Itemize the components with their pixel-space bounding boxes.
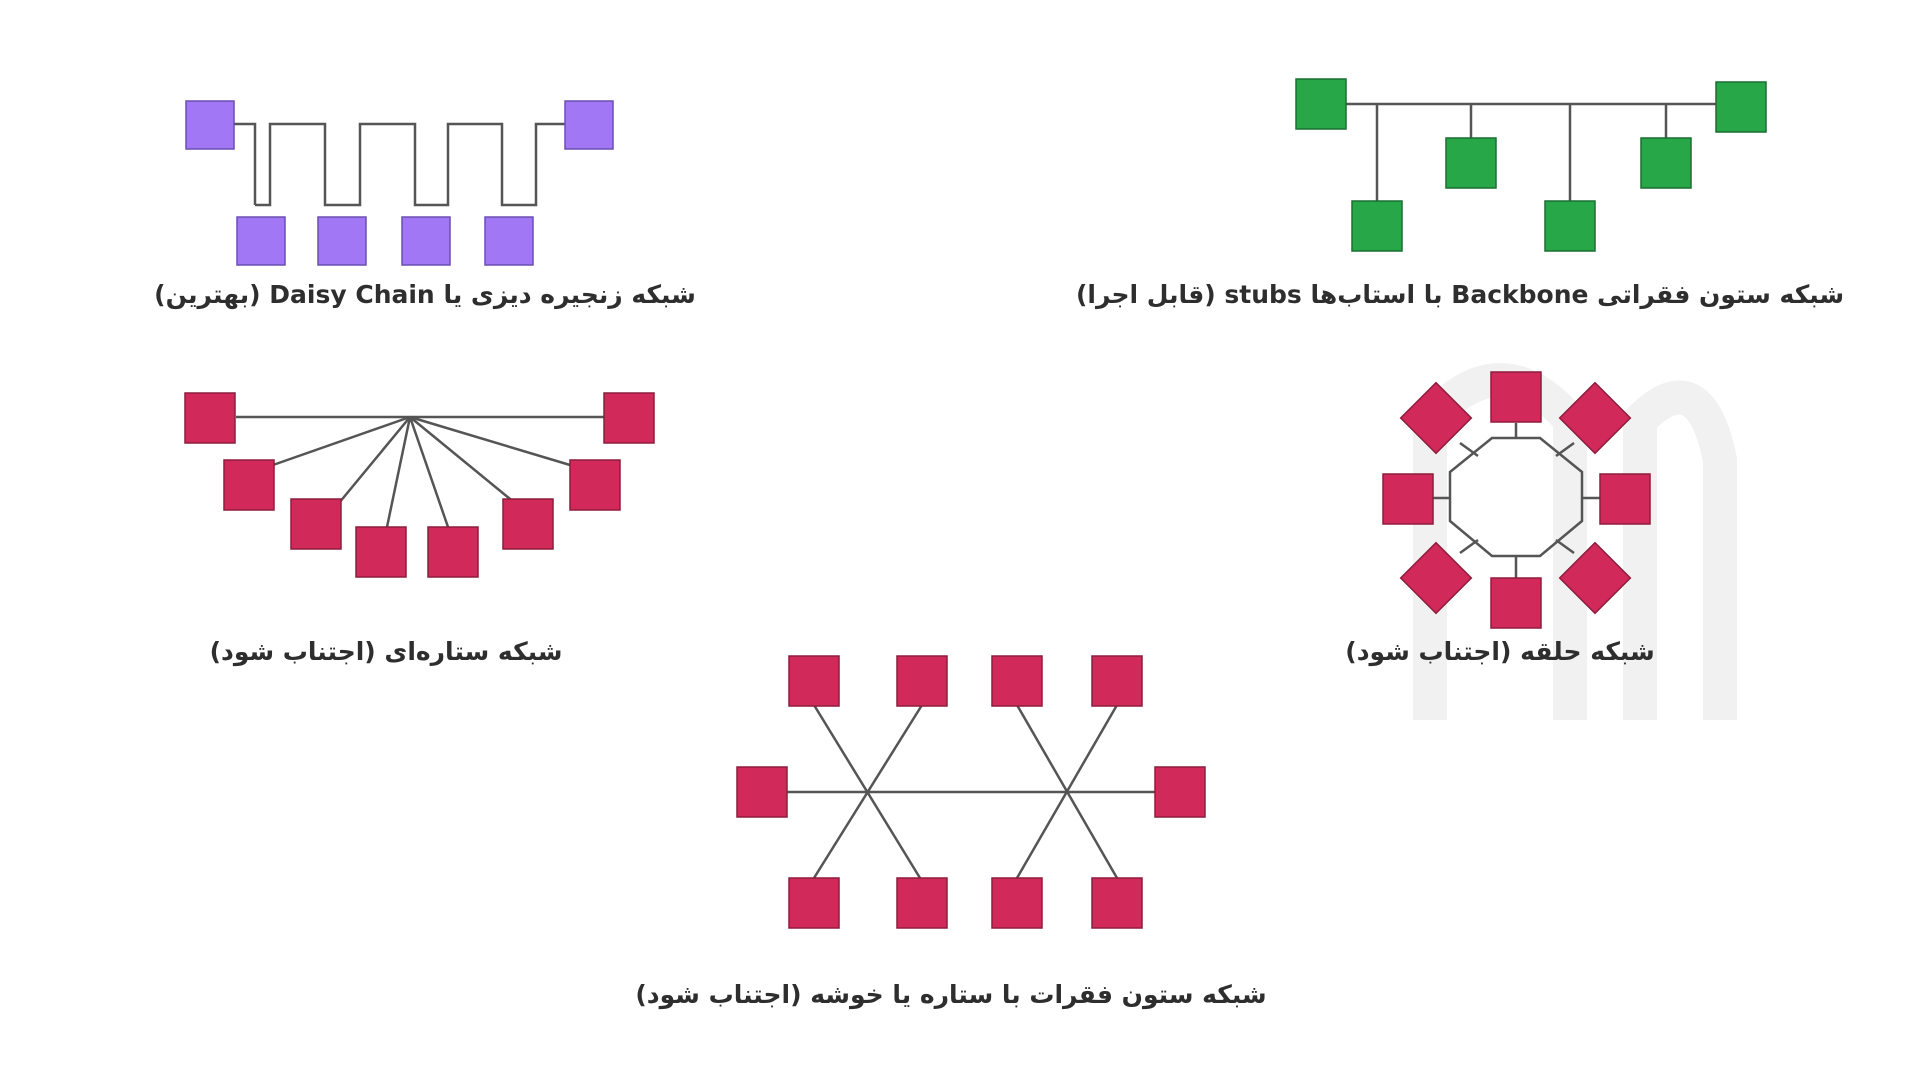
node xyxy=(1091,877,1143,929)
daisy-chain-link xyxy=(350,122,435,207)
ring-loop xyxy=(1448,436,1584,558)
node xyxy=(290,498,342,550)
ring-spoke xyxy=(1555,538,1575,555)
daisy-chain-nodes xyxy=(185,100,614,266)
star-link xyxy=(338,416,411,504)
node xyxy=(317,216,367,266)
node xyxy=(564,100,614,150)
star-link xyxy=(409,415,571,467)
cluster-link xyxy=(1015,704,1119,879)
node xyxy=(1295,78,1347,130)
ring-spoke xyxy=(1555,441,1575,458)
node xyxy=(896,877,948,929)
node xyxy=(1599,473,1651,525)
daisy-chain-link xyxy=(255,122,350,207)
backbone-star-cluster-caption: شبکه ستون فقرات با ستاره یا خوشه (اجتناب… xyxy=(635,980,1267,1009)
node xyxy=(484,216,534,266)
node xyxy=(896,655,948,707)
node xyxy=(1445,137,1497,189)
node xyxy=(736,766,788,818)
node xyxy=(1640,137,1692,189)
star-link xyxy=(385,416,412,528)
backbone-stubs-nodes xyxy=(1295,78,1767,252)
node xyxy=(223,459,275,511)
node xyxy=(355,526,407,578)
ring-caption: شبکه حلقه (اجتناب شود) xyxy=(1345,637,1655,666)
daisy-chain-caption: شبکه زنجیره دیزی یا Daisy Chain (بهترین) xyxy=(154,280,696,309)
node xyxy=(1091,655,1143,707)
star-caption: شبکه ستاره‌ای (اجتناب شود) xyxy=(209,637,563,666)
backbone-stubs-diagram xyxy=(1345,102,1716,201)
node xyxy=(1351,200,1403,252)
ring-diagram xyxy=(1433,423,1600,578)
node xyxy=(1490,577,1542,629)
star-link xyxy=(408,416,450,528)
node xyxy=(788,877,840,929)
daisy-chain-link xyxy=(234,122,257,205)
node xyxy=(184,392,236,444)
node xyxy=(569,459,621,511)
backbone-star-cluster-diagram xyxy=(787,704,1155,879)
node xyxy=(236,216,286,266)
node xyxy=(991,877,1043,929)
ring-nodes xyxy=(1382,371,1651,629)
node xyxy=(502,498,554,550)
node xyxy=(1558,541,1632,615)
ring-spoke xyxy=(1459,441,1479,458)
star-nodes xyxy=(184,392,655,578)
cluster-link xyxy=(812,704,924,879)
daisy-chain-link xyxy=(435,122,520,207)
star-link xyxy=(409,416,516,504)
backbone-star-cluster-nodes xyxy=(736,655,1206,929)
daisy-chain-diagram xyxy=(234,122,565,207)
node xyxy=(1544,200,1596,252)
node xyxy=(788,655,840,707)
star-link xyxy=(272,415,411,467)
node xyxy=(185,100,235,150)
node xyxy=(991,655,1043,707)
backbone-stubs-caption: شبکه ستون فقراتی Backbone با استاب‌ها st… xyxy=(1075,280,1845,309)
node xyxy=(1715,81,1767,133)
node xyxy=(1399,541,1473,615)
node xyxy=(1558,381,1632,455)
node xyxy=(1490,371,1542,423)
daisy-chain-link xyxy=(520,122,565,207)
node xyxy=(1154,766,1206,818)
star-diagram xyxy=(236,415,604,528)
node xyxy=(1399,381,1473,455)
node xyxy=(603,392,655,444)
node xyxy=(1382,473,1434,525)
node xyxy=(401,216,451,266)
node xyxy=(427,526,479,578)
ring-spoke xyxy=(1459,538,1479,555)
